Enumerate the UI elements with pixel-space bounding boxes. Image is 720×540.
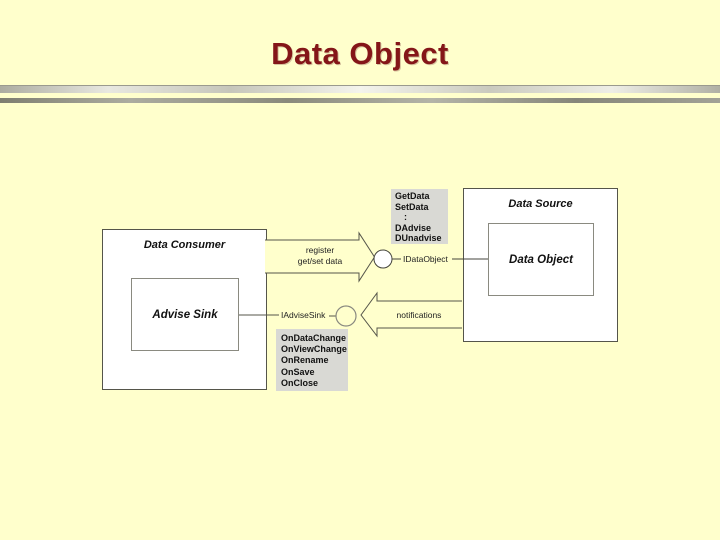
register-label-line2: get/set data (297, 256, 343, 266)
data-object-methods-panel: GetData SetData : DAdvise DUnadvise (391, 189, 448, 244)
data-source-label: Data Source (508, 198, 573, 210)
data-object-box: Data Object (488, 223, 594, 296)
notifications-label: notifications (396, 310, 442, 320)
idataobject-lollipop-icon (373, 249, 393, 269)
method-line: GetData (395, 191, 430, 201)
method-line: SetData (395, 201, 429, 212)
slide-title: Data Object (271, 36, 449, 71)
data-object-label: Data Object (509, 253, 573, 266)
divider-bar-top (0, 85, 720, 93)
method-line: DUnadvise (395, 233, 442, 244)
iadvisesink-label: IAdviseSink (281, 310, 326, 320)
method-line: OnDataChange (281, 333, 347, 343)
advise-sink-label: Advise Sink (152, 308, 218, 321)
data-consumer-box: Data Consumer (102, 229, 267, 390)
data-consumer-label: Data Consumer (143, 239, 226, 251)
advise-sink-methods-panel: OnDataChange OnViewChange OnRename OnSav… (276, 329, 348, 391)
method-line: OnClose (281, 377, 319, 388)
method-line: DAdvise (395, 222, 432, 233)
advise-sink-box: Advise Sink (131, 278, 239, 351)
method-line: OnRename (281, 355, 329, 366)
method-line: OnViewChange (281, 344, 347, 355)
divider-bar-bottom (0, 98, 720, 103)
register-arrow-label: register get/set data (268, 245, 372, 267)
idataobject-label: IDataObject (403, 254, 448, 264)
method-line: : (404, 212, 407, 223)
method-line: OnSave (281, 366, 315, 377)
register-label-line1: register (305, 245, 335, 255)
iadvisesink-lollipop-icon (335, 305, 357, 327)
